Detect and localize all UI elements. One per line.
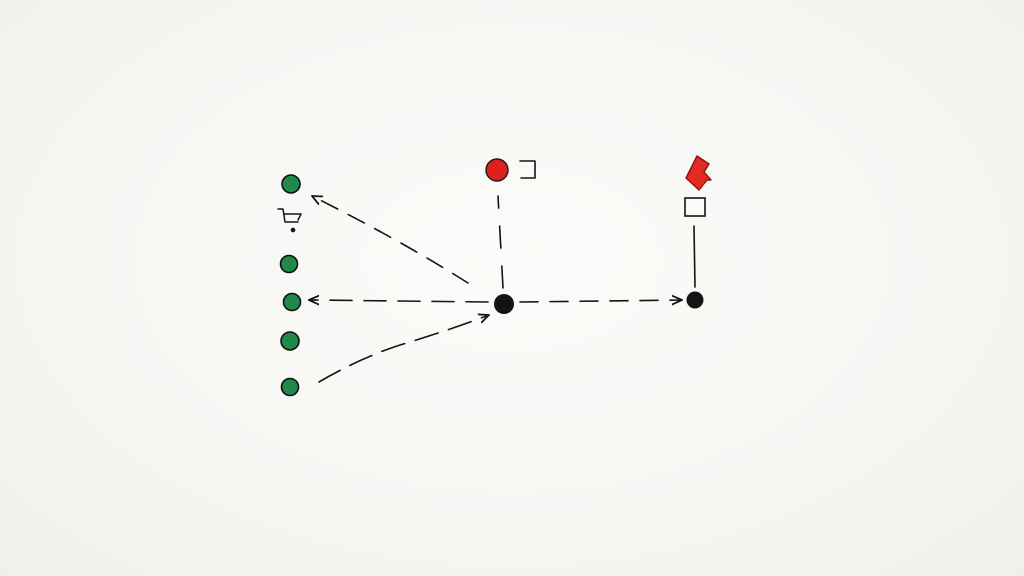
green-nodes xyxy=(279,174,302,397)
green-node-1[interactable] xyxy=(281,174,301,194)
lightning-bolt-icon[interactable] xyxy=(685,155,712,191)
edge-hub-to-green-3 xyxy=(309,300,489,302)
edge-hub-to-green-1 xyxy=(312,196,469,284)
edge-hub-to-red-node xyxy=(497,195,504,289)
square-icon[interactable] xyxy=(684,197,706,217)
green-node-4[interactable] xyxy=(280,331,300,351)
green-node-2[interactable] xyxy=(279,254,299,274)
bracket-icon xyxy=(519,160,536,179)
green-node-5[interactable] xyxy=(280,377,300,397)
right-hub-node[interactable] xyxy=(686,291,704,309)
shopping-cart-icon[interactable] xyxy=(277,208,302,233)
edge-hub-to-right-hub xyxy=(519,300,682,302)
edge-right-hub-to-alert-node xyxy=(693,225,696,288)
green-node-3[interactable] xyxy=(282,292,302,312)
edges xyxy=(309,195,696,383)
hub-node[interactable] xyxy=(494,294,514,314)
edge-green-5-to-hub xyxy=(318,315,489,383)
red-node[interactable] xyxy=(485,158,509,182)
